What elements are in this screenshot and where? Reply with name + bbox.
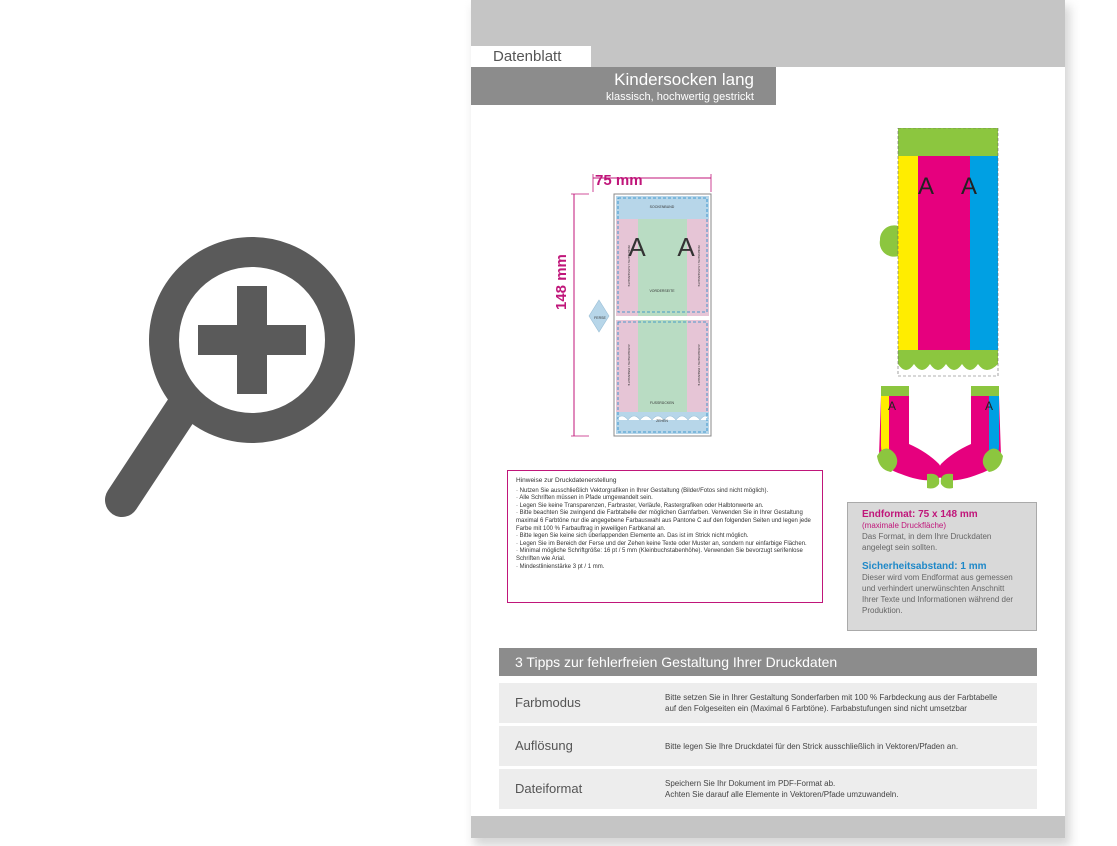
tip-label: Auflösung <box>515 738 573 753</box>
zone-label-center-lower: FUSSRÜCKEN <box>650 401 675 405</box>
zone-label-right-upper: INNENSEITE / AUSSENSEITE <box>697 245 701 286</box>
datasheet-page: Datenblatt Kindersocken lang klassisch, … <box>471 0 1065 838</box>
width-dimension: 75 mm <box>595 172 643 189</box>
endformat-subtitle: (maximale Druckfläche) <box>862 521 947 530</box>
preview-letter-left: A <box>888 399 896 413</box>
tip-text: Bitte setzen Sie in Ihrer Gestaltung Son… <box>665 693 998 713</box>
color-example-letter-right: A <box>961 173 977 200</box>
hint-item: · Legen Sie im Bereich der Ferse und der… <box>516 540 807 547</box>
safety-text: Dieser wird vom Endformat aus gemessen u… <box>862 573 1014 615</box>
hint-item: · Legen Sie keine Transparenzen, Farbras… <box>516 502 764 509</box>
height-dimension: 148 mm <box>553 254 570 310</box>
endformat-title: Endformat: 75 x 148 mm <box>862 509 978 520</box>
tip-label: Dateiformat <box>515 781 583 796</box>
hint-item: · Bitte beachten Sie zwingend die Farbta… <box>516 510 811 532</box>
color-example-flat: A A <box>879 128 999 377</box>
zone-label-bottom: ZEHEN <box>656 419 668 423</box>
sheet-bottom-band <box>471 816 1065 838</box>
tip-row: Farbmodus Bitte setzen Sie in Ihrer Gest… <box>499 683 1037 723</box>
zoom-in-icon[interactable] <box>102 230 362 550</box>
product-subtitle: klassisch, hochwertig gestrickt <box>606 91 754 103</box>
zone-label-left-upper: INNENSEITE / AUSSENSEITE <box>627 245 631 286</box>
sock-letter-right: A <box>677 232 695 262</box>
tip-label: Farbmodus <box>515 695 581 710</box>
sock-letter-left: A <box>628 232 646 262</box>
zone-label-top: SOCKENBUND <box>650 205 675 209</box>
hint-item: · Nutzen Sie ausschließlich Vektorgrafik… <box>516 487 769 494</box>
zone-label-center-upper: VORDERSEITE <box>649 289 675 293</box>
hint-item: · Minimal mögliche Schriftgröße: 16 pt /… <box>516 548 803 562</box>
safety-title: Sicherheitsabstand: 1 mm <box>862 561 987 572</box>
datasheet-tab: Datenblatt <box>471 46 591 67</box>
hint-item: · Mindestlinienstärke 3 pt / 1 mm. <box>516 563 605 570</box>
sock-template-diagram: A A SOCKENBUND VORDERSEITE FUSSRÜCKEN ZE… <box>571 174 712 437</box>
preview-letter-right: A <box>985 399 993 413</box>
zone-label-right-lower: AUSSENSEITE / INNENSEITE <box>697 344 701 386</box>
tip-row: Auflösung Bitte legen Sie Ihre Druckdate… <box>499 726 1037 766</box>
hint-item: · Bitte legen Sie keine sich überlappend… <box>516 533 749 540</box>
color-example-letter-left: A <box>918 173 934 200</box>
hints-heading: Hinweise zur Druckdatenerstellung <box>516 477 617 484</box>
endformat-text: Das Format, in dem Ihre Druckdaten angel… <box>862 532 992 552</box>
heel-label: FERSE <box>594 316 606 320</box>
tip-text: Speichern Sie Ihr Dokument im PDF-Format… <box>665 779 899 799</box>
sock-preview: A A <box>877 386 1003 489</box>
title-bar: Kindersocken lang klassisch, hochwertig … <box>471 67 776 105</box>
zoom-area[interactable] <box>0 0 471 838</box>
tip-row: Dateiformat Speichern Sie Ihr Dokument i… <box>499 769 1037 809</box>
hint-item: · Alle Schriften müssen in Pfade umgewan… <box>516 495 653 502</box>
format-spec-box: Endformat: 75 x 148 mm (maximale Druckfl… <box>847 502 1037 631</box>
product-title: Kindersocken lang <box>614 70 754 89</box>
print-data-hints: Hinweise zur Druckdatenerstellung · Nutz… <box>507 470 823 603</box>
zone-label-left-lower: AUSSENSEITE / INNENSEITE <box>627 344 631 386</box>
tips-heading: 3 Tipps zur fehlerfreien Gestaltung Ihre… <box>499 648 1037 676</box>
tip-text: Bitte legen Sie Ihre Druckdatei für den … <box>665 741 959 751</box>
